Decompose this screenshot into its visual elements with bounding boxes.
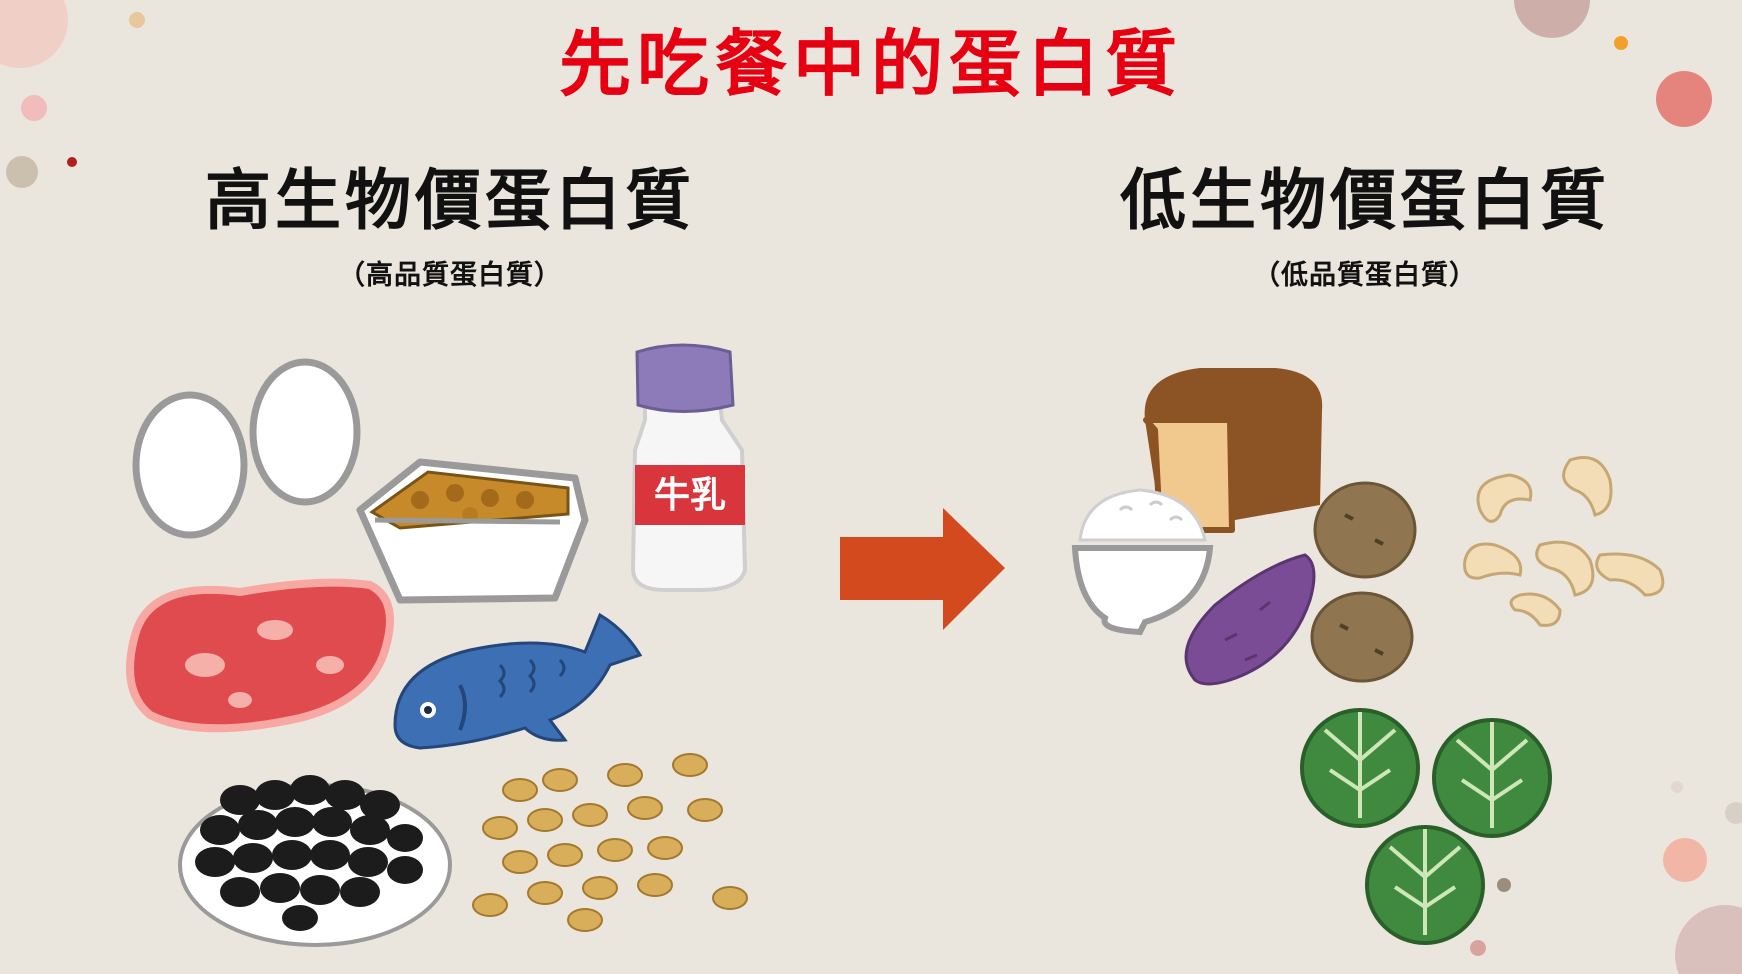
black-beans-icon [178,775,452,947]
low-bv-protein-heading: 低生物價蛋白質 [1120,162,1610,239]
arrow-right-icon [840,508,1005,630]
slide-title: 先吃餐中的蛋白質 [558,22,1183,106]
red-meat-icon [126,578,394,733]
milk-bottle-icon: 牛乳 [630,343,748,592]
natto-icon [356,458,589,604]
low-bv-protein-subheading: （低品質蛋白質） [1253,260,1477,291]
cabbage-icon [1300,708,1552,945]
high-bv-protein-subheading: （高品質蛋白質） [338,260,562,291]
cashew-nuts-icon [1463,456,1665,627]
milk-label: 牛乳 [654,475,726,516]
sweet-potato-icon [1184,553,1316,686]
high-bv-protein-heading: 高生物價蛋白質 [205,162,695,239]
blue-fish-icon [393,612,643,750]
soybeans-icon [472,753,748,932]
taro-icon [1310,481,1417,683]
rice-bowl-icon [1071,488,1214,636]
eggs-icon [132,358,361,539]
